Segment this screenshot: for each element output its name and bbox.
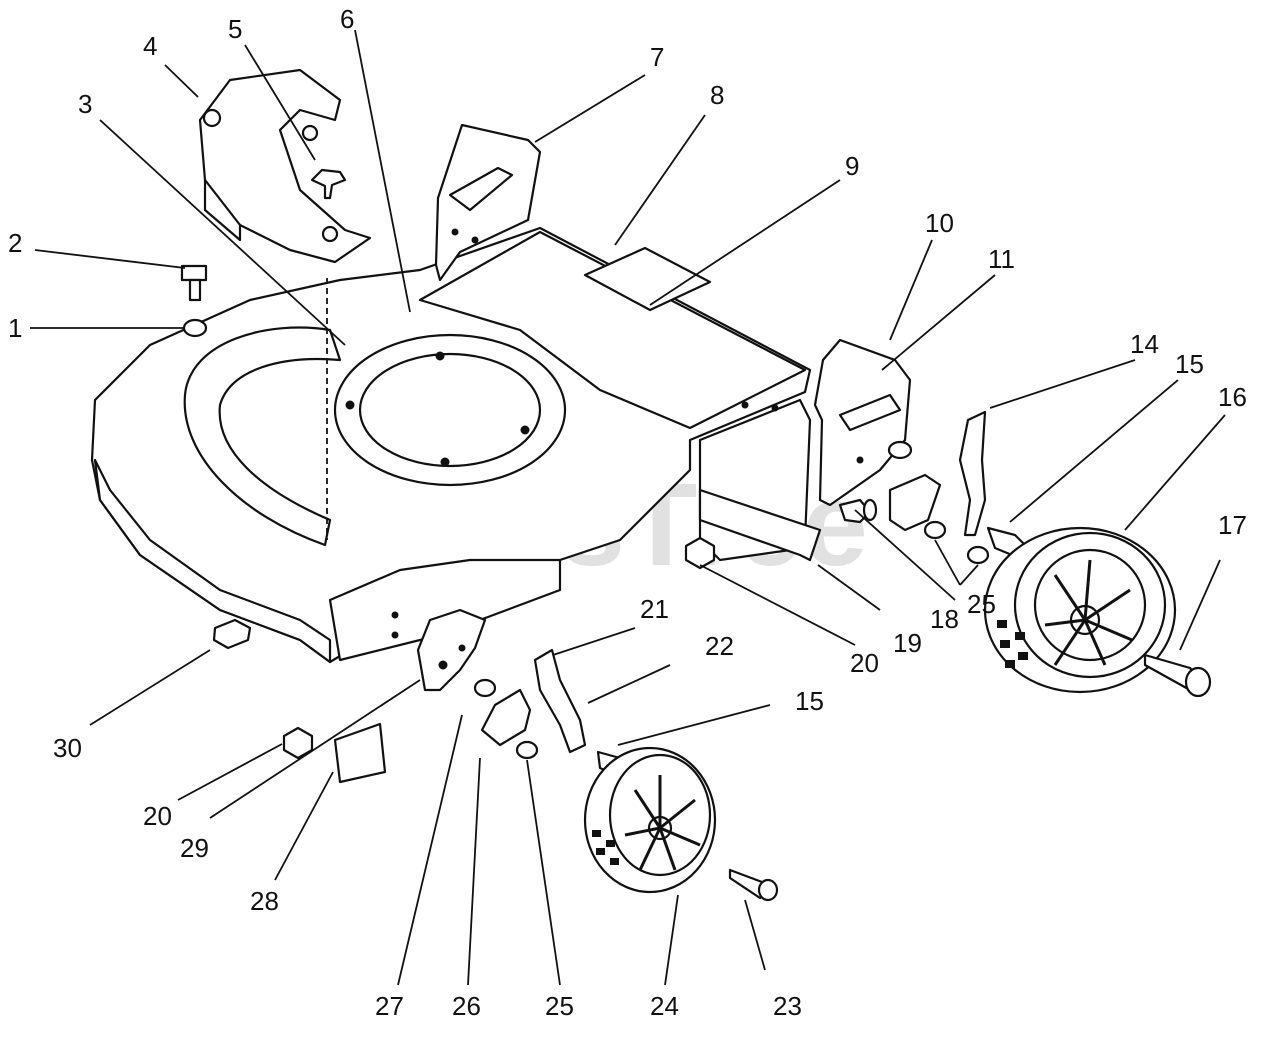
rear-wheel	[983, 526, 1212, 698]
callout-9: 9	[845, 151, 859, 181]
callout-21: 21	[640, 594, 669, 624]
side-height-adjuster	[813, 338, 912, 507]
callout-28: 28	[250, 886, 279, 916]
front-wheel	[583, 746, 779, 902]
callout-20-rear: 20	[850, 648, 879, 678]
callout-11: 11	[988, 244, 1015, 274]
callout-15-rear: 15	[1175, 349, 1204, 379]
callout-26: 26	[452, 991, 481, 1021]
callout-1: 1	[8, 313, 22, 343]
callout-7: 7	[650, 42, 664, 72]
callout-15-front: 15	[795, 686, 824, 716]
callout-labels: 1 2 3 4 5 6 7 8 9 10 11 14 15 16 17 18 1…	[8, 4, 1247, 1021]
callout-6: 6	[340, 4, 354, 34]
callout-2: 2	[8, 228, 22, 258]
callout-20-front: 20	[143, 801, 172, 831]
callout-8: 8	[710, 80, 724, 110]
callout-23: 23	[773, 991, 802, 1021]
callout-27: 27	[375, 991, 404, 1021]
mower-deck	[90, 226, 822, 664]
callout-3: 3	[78, 89, 92, 119]
callout-18: 18	[930, 604, 959, 634]
callout-16: 16	[1218, 382, 1247, 412]
discharge-baffle	[198, 68, 372, 264]
callout-4: 4	[143, 31, 157, 61]
callout-5: 5	[228, 14, 242, 44]
rear-height-adjuster	[434, 123, 542, 282]
callout-10: 10	[925, 208, 954, 238]
callout-25-front: 25	[545, 991, 574, 1021]
callout-14: 14	[1130, 329, 1159, 359]
callout-22: 22	[705, 631, 734, 661]
callout-19: 19	[893, 628, 922, 658]
callout-24: 24	[650, 991, 679, 1021]
callout-17: 17	[1218, 510, 1247, 540]
callout-25-rear: 25	[967, 589, 996, 619]
callout-29: 29	[180, 833, 209, 863]
leader-lines	[30, 29, 1226, 986]
front-height-adjuster	[416, 608, 487, 692]
callout-30: 30	[53, 733, 82, 763]
